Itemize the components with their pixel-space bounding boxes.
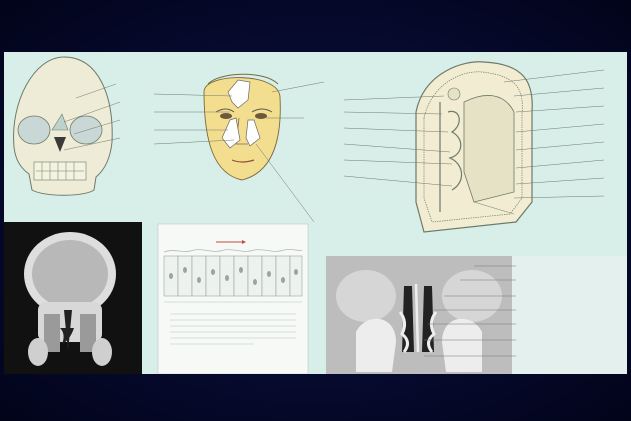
board-drawing: [4, 52, 627, 374]
ct-scan-coronal-zoom: [326, 256, 627, 374]
ciliated-epithelium: [158, 224, 308, 374]
ct-scan-coronal: [4, 222, 142, 374]
skull-illustration: [14, 57, 120, 195]
anatomy-board: [4, 52, 627, 374]
sinus-cross-section: [344, 62, 604, 232]
face-sinus-illustration: [154, 74, 324, 222]
